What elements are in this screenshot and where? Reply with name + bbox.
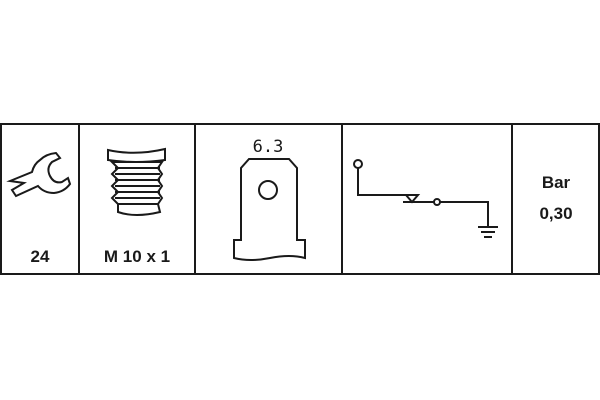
wrench-size: 24 bbox=[31, 247, 50, 266]
pressure-unit: Bar bbox=[542, 173, 571, 192]
thread-icon bbox=[107, 147, 166, 216]
thread-size: M 10 x 1 bbox=[104, 247, 170, 266]
normally-closed-switch-to-ground-icon bbox=[353, 159, 498, 238]
wrench-icon bbox=[6, 151, 72, 198]
table-border bbox=[0, 123, 600, 275]
pressure-value: 0,30 bbox=[539, 204, 572, 223]
terminal-width: 6.3 bbox=[253, 137, 284, 157]
flat-terminal-icon bbox=[233, 158, 306, 261]
